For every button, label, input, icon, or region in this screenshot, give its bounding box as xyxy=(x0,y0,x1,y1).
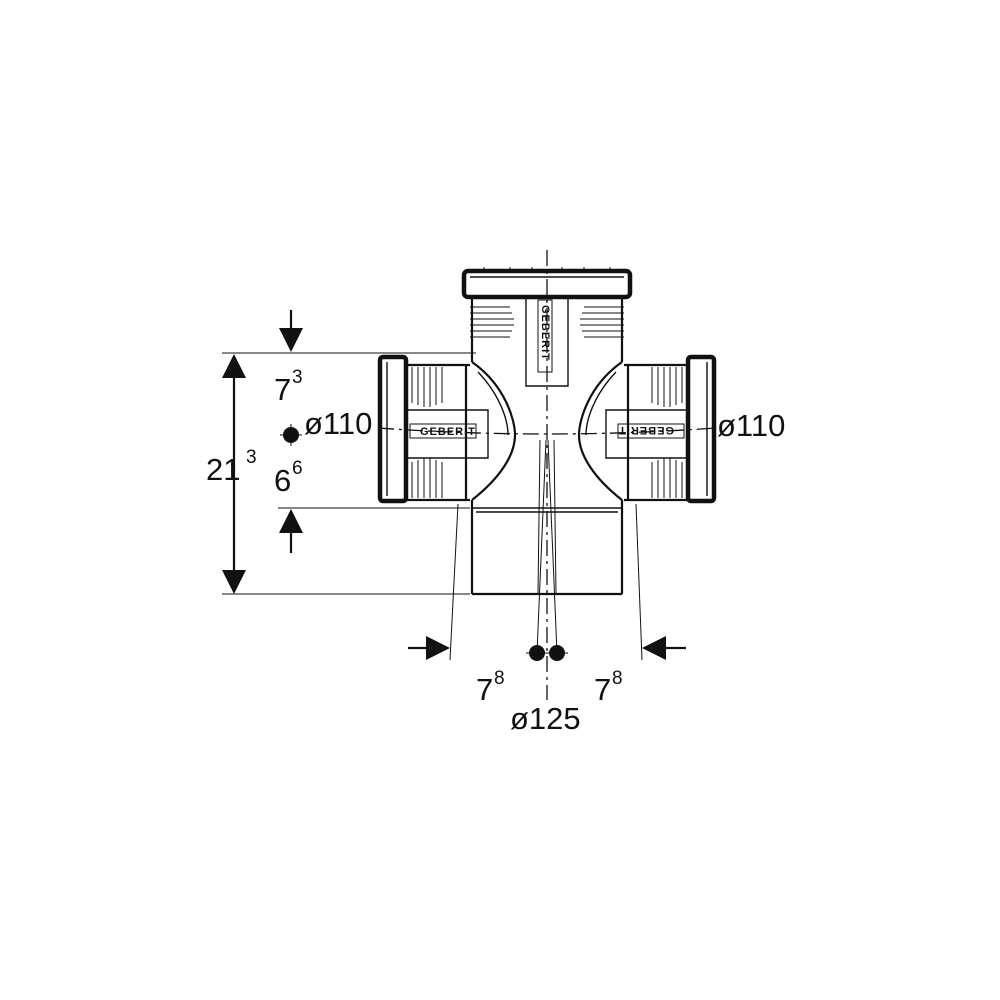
svg-text:8: 8 xyxy=(494,668,505,689)
left-branch-socket: GEBERIT xyxy=(377,354,489,504)
right-brand-mark: GEBERIT xyxy=(618,424,674,436)
svg-text:6: 6 xyxy=(274,463,291,498)
overall-height-dimension xyxy=(222,352,476,595)
svg-text:3: 3 xyxy=(246,447,257,468)
main-diameter-label: ø125 xyxy=(510,701,581,736)
svg-text:GEBERIT: GEBERIT xyxy=(618,424,674,436)
right-bottom-offset-label: 7 8 xyxy=(594,668,623,707)
svg-text:3: 3 xyxy=(292,367,303,388)
bottom-offset-dimension xyxy=(408,439,686,661)
right-branch-diameter-label: ø110 xyxy=(717,408,785,443)
left-bottom-offset-label: 7 8 xyxy=(476,668,505,707)
top-brand-mark: GEBERIT xyxy=(539,305,551,361)
left-branch-diameter-label: ø110 xyxy=(304,406,372,441)
svg-text:7: 7 xyxy=(476,672,493,707)
offset-dimension xyxy=(278,310,470,553)
svg-text:GEBERIT: GEBERIT xyxy=(539,305,551,361)
main-body xyxy=(470,361,624,596)
lower-offset-label: 6 6 xyxy=(274,458,303,498)
svg-text:7: 7 xyxy=(594,672,611,707)
svg-text:6: 6 xyxy=(292,458,303,479)
svg-text:21: 21 xyxy=(206,452,240,487)
svg-text:7: 7 xyxy=(274,372,291,407)
overall-height-label: 21 3 xyxy=(206,447,257,487)
horizontal-centerline xyxy=(377,427,717,435)
upper-offset-label: 7 3 xyxy=(274,367,303,407)
svg-text:8: 8 xyxy=(612,668,623,689)
